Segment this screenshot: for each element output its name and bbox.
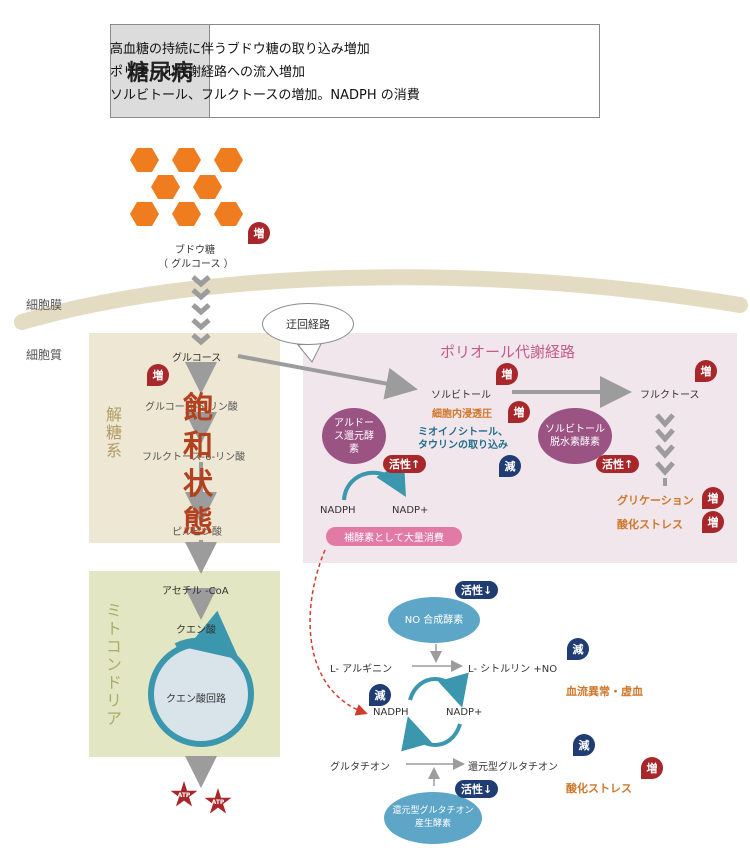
up-badge: 増 [147,364,169,386]
saturation-char: 和 [183,429,213,464]
up-badge: 増 [695,360,717,382]
glycation-label: グリケーション [617,494,694,507]
oxidative-stress-label: 酸化ストレス [617,518,683,531]
cytoplasm-label: 細胞質 [26,348,63,362]
coenzyme-pill: 補酵素として大量消費 [326,527,462,546]
mitochondria-label: ミトコンドリア [103,602,122,728]
down-badge: 減 [567,638,589,660]
down-badge: 減 [369,684,391,706]
hexagon [193,175,222,199]
hexagon [172,148,201,172]
header-line-2: ポリオール代謝経路への流入増加 [110,65,306,80]
aldose-reductase-label: アルドース還元酵素 [334,417,374,455]
sorbitol-dehydrogenase-label: ソルビトール脱水素酵素 [545,424,605,448]
sorbitol-label: ソルビトール [431,390,491,401]
nadp-label: NADP+ [392,505,429,516]
hexagon [214,148,243,172]
blood-flow-label: 血流異常・虚血 [566,685,643,698]
tca-cycle-label: クエン酸回路 [166,694,226,705]
influx-chevrons [191,275,211,346]
fructose-label: フルクトース [640,390,700,401]
nadph-label-2: NADPH [373,707,409,718]
reduced-glutathione-label: 還元型グルタチオン [468,762,558,773]
header-line-3: ソルビトール、フルクトースの増加。NADPH の消費 [110,88,420,103]
glycolysis-panel [89,333,280,543]
up-badge: 増 [702,487,724,509]
atp-label: ATP [177,791,191,799]
glucose-hexagons [130,148,243,226]
glycolysis-label: 解糖系 [103,406,122,460]
g6p-label: グルコース-6-リン酸 [145,402,238,413]
up-badge: 増 [248,222,270,244]
no-synthase-label: NO 合成酵素 [404,614,464,626]
glucose-paren: （ グルコース ） [158,259,234,270]
osmotic-pressure-label: 細胞内浸透圧 [432,409,492,420]
nadph-label: NADPH [320,505,356,516]
gsh-enzyme-bubble: 還元型グルタチオン産生酵素 [384,792,482,844]
up-badge: 増 [496,363,518,385]
f6p-label: フルクトース-6-リン酸 [142,452,246,463]
citrate-label: クエン酸 [176,625,216,636]
saturation-char: 状 [183,467,213,502]
pyruvate-label: ピルビン酸 [172,527,222,538]
header-box: 糖尿病 [110,24,600,118]
header-line-1: 高血糖の持続に伴うブドウ糖の取り込み増加 [110,42,370,57]
activity-down-badge: 活性↓ [455,581,499,599]
arginine-label: L- アルギニン [330,664,393,675]
myoinositol-label: ミオイノシトール、 [418,427,508,438]
citrulline-label: L- シトルリン +NO [468,664,558,675]
up-badge: 増 [508,401,530,423]
acetyl-coa-label: アセチル -CoA [162,586,229,597]
cell-membrane [14,269,748,330]
glucose-name: ブドウ糖 [175,245,215,256]
saturation-char: 飽 [183,391,213,426]
saturation-char: 態 [183,505,213,540]
glutathione-label: グルタチオン [330,762,390,773]
hexagon [214,202,243,226]
down-badge: 減 [499,455,521,477]
hexagon [130,202,159,226]
no-synthase-bubble: NO 合成酵素 [388,597,480,643]
gsh-enzyme-label: 還元型グルタチオン産生酵素 [392,806,474,829]
activity-up-badge: 活性↑ [383,455,427,473]
down-badge: 減 [573,734,595,756]
taurine-label: タウリンの取り込み [418,440,508,451]
header-tag: 糖尿病 [111,25,210,117]
nadp-label-2: NADP+ [446,707,483,718]
atp-label: ATP [211,798,225,806]
activity-up-badge: 活性↑ [596,455,640,473]
glucose-label: グルコース [172,353,222,364]
detour-label: 迂回経路 [286,318,330,331]
hexagon [130,148,159,172]
coenzyme-label: 補酵素として大量消費 [344,533,444,544]
cell-membrane-label: 細胞膜 [26,298,63,312]
polyol-title: ポリオール代謝経路 [440,343,576,361]
hexagon [151,175,180,199]
sorbitol-dehydrogenase-bubble: ソルビトール脱水素酵素 [538,408,612,464]
hexagon [172,202,201,226]
oxidative-stress-label-2: 酸化ストレス [566,782,632,795]
up-badge: 増 [641,757,663,779]
detour-callout: 迂回経路 [262,303,354,345]
aldose-reductase-bubble: アルドース還元酵素 [322,408,386,464]
up-badge: 増 [702,511,724,533]
activity-down-badge: 活性↓ [455,780,499,798]
